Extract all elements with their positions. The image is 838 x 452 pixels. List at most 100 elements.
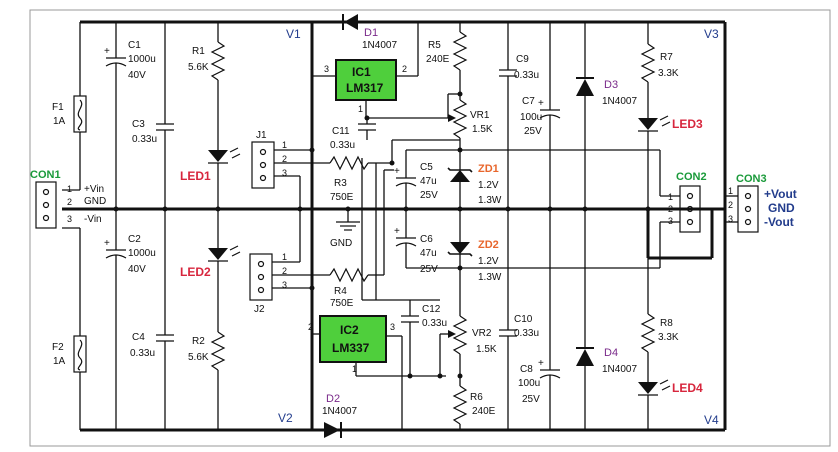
c7-value: 100u	[520, 112, 542, 123]
con3-pin-1	[744, 192, 752, 200]
junction	[113, 206, 119, 212]
c1-voltage: 40V	[128, 70, 146, 81]
con2-pin-3	[686, 218, 694, 226]
d1-ref: D1	[364, 27, 378, 39]
led4-rays	[659, 379, 671, 391]
d1-value: 1N4007	[362, 40, 397, 51]
led1-triangle	[208, 150, 228, 162]
junction	[364, 115, 370, 121]
r6-ref: R6	[470, 392, 483, 403]
r8-value: 3.3K	[658, 332, 679, 343]
led2-rays	[229, 245, 241, 257]
node-v1: V1	[286, 27, 301, 41]
node-v2: V2	[278, 411, 293, 425]
junction	[403, 206, 409, 212]
con1-pin1-label: +Vin	[84, 184, 104, 195]
c9-ref: C9	[516, 54, 529, 65]
con2-pin2-num: 2	[668, 204, 673, 214]
c1-value: 1000u	[128, 54, 156, 65]
c6-ref: C6	[420, 234, 433, 245]
r5-zigzag	[452, 31, 468, 71]
junction	[457, 147, 463, 153]
ic2-part: LM337	[332, 341, 370, 355]
j1-ref: J1	[256, 130, 267, 141]
c11-value: 0.33u	[330, 140, 355, 151]
node-v4: V4	[704, 413, 719, 427]
led3-rays	[659, 115, 671, 127]
fuse-f2-element	[77, 339, 83, 371]
ic1-pin2: 2	[402, 64, 407, 74]
ic1-pin3: 3	[324, 64, 329, 74]
r4-ref: R4	[334, 286, 347, 297]
vr1-value: 1.5K	[472, 124, 493, 135]
c9-value: 0.33u	[514, 70, 539, 81]
ic2-body	[319, 315, 387, 363]
c8-plus: +	[538, 358, 544, 369]
con2-pin-2	[686, 205, 694, 213]
con1-label: CON1	[30, 169, 61, 181]
junction	[407, 373, 413, 379]
f2-value: 1A	[53, 356, 66, 367]
con2-pin-1	[686, 192, 694, 200]
vr1-ref: VR1	[470, 110, 490, 121]
d2-ref: D2	[326, 393, 340, 405]
c6-voltage: 25V	[420, 264, 438, 275]
ic1-part: LM317	[346, 81, 384, 95]
r1-zigzag	[210, 41, 226, 81]
led1-rays	[229, 147, 241, 159]
con1-pin2-label: GND	[84, 196, 106, 207]
r6-zigzag	[452, 385, 468, 425]
j2-pin2-num: 2	[282, 266, 287, 276]
ic2-ref: IC2	[340, 323, 359, 337]
con1-pin-3	[42, 214, 50, 222]
con3-pin1-label: +Vout	[764, 187, 797, 201]
ic2-pin2: 2	[308, 322, 313, 332]
r2-zigzag	[210, 331, 226, 371]
junction	[297, 206, 303, 212]
d3-triangle	[576, 79, 594, 96]
zd2-ref: ZD2	[478, 239, 499, 251]
c5-plus: +	[394, 166, 400, 177]
j1-pin2-num: 2	[282, 154, 287, 164]
con3-pin2-label: GND	[768, 201, 795, 215]
c5-ref: C5	[420, 162, 433, 173]
led4-label: LED4	[672, 381, 703, 395]
con3-pin2-num: 2	[728, 200, 733, 210]
junction	[309, 147, 315, 153]
j2-pin-2	[257, 273, 265, 281]
zd1-value: 1.2V	[478, 180, 499, 191]
con1-body	[35, 181, 57, 229]
r5-ref: R5	[428, 40, 441, 51]
fuse-f1	[73, 95, 87, 133]
con2-label: CON2	[676, 171, 707, 183]
junction	[389, 160, 395, 166]
j2-body	[249, 253, 273, 301]
c6-value: 47u	[420, 248, 437, 259]
d2-value: 1N4007	[322, 406, 357, 417]
c5-voltage: 25V	[420, 190, 438, 201]
r7-zigzag	[640, 43, 656, 83]
led3-label: LED3	[672, 117, 703, 131]
j1-pin-2	[259, 161, 267, 169]
d3-value: 1N4007	[602, 96, 637, 107]
c2-voltage: 40V	[128, 264, 146, 275]
j1-pin-3	[259, 174, 267, 182]
c4-value: 0.33u	[130, 348, 155, 359]
vr2-zigzag	[452, 315, 468, 355]
d3-ref: D3	[604, 79, 618, 91]
con1-pin1-num: 1	[67, 184, 72, 194]
r3-value: 750E	[330, 192, 354, 203]
j2-ref: J2	[254, 304, 265, 315]
r6-value: 240E	[472, 406, 496, 417]
con1-pin3-num: 3	[67, 214, 72, 224]
f1-value: 1A	[53, 116, 66, 127]
c10-value: 0.33u	[514, 328, 539, 339]
c3-ref: C3	[132, 119, 145, 130]
c5-value: 47u	[420, 176, 437, 187]
junction	[582, 206, 588, 212]
c12-ref: C12	[422, 304, 441, 315]
junction	[645, 206, 651, 212]
ic2-pin1: 1	[352, 364, 357, 374]
r7-value: 3.3K	[658, 68, 679, 79]
